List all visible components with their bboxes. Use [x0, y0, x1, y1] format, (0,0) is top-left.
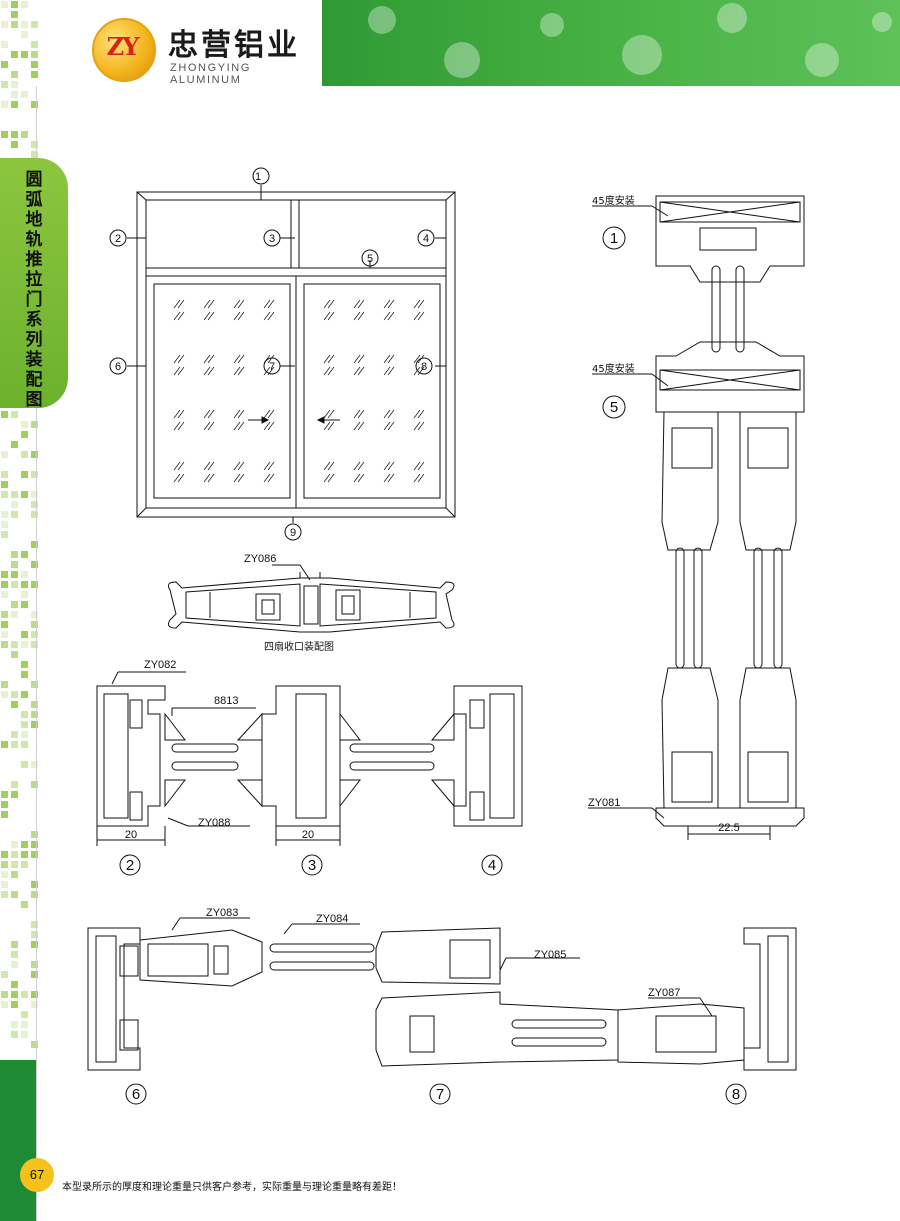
- logo-mark: ZY: [106, 32, 140, 61]
- callout-4: 4: [423, 233, 429, 245]
- label-8813: 8813: [214, 695, 238, 707]
- left-guide-line: [36, 86, 37, 1221]
- dim-20-b: 20: [302, 829, 314, 841]
- logo-badge: [92, 18, 156, 82]
- side-title-tab: [0, 158, 68, 408]
- dim-22-5: 22.5: [718, 822, 739, 834]
- window-elevation: [109, 167, 456, 541]
- section-number-6: 6: [132, 1086, 140, 1103]
- label-zy088: ZY088: [198, 817, 230, 829]
- callout-9: 9: [290, 527, 296, 539]
- leaf-pattern: [368, 3, 892, 78]
- miter-note-5: 45度安装: [592, 362, 635, 375]
- callout-3: 3: [269, 233, 275, 245]
- brand-name-en: ZHONGYING ALUMINUM: [170, 62, 252, 86]
- section-number-3: 3: [308, 857, 316, 874]
- callout-2: 2: [115, 233, 121, 245]
- frame-sections-2-3-4: [96, 671, 523, 876]
- callout-8: 8: [421, 361, 427, 373]
- brand-logo: ZY 忠营铝业 ZHONGYING ALUMINUM: [92, 12, 320, 86]
- label-zy083: ZY083: [206, 907, 238, 919]
- page-number: 67: [20, 1158, 54, 1192]
- left-footer-block: [0, 1060, 36, 1221]
- callout-5: 5: [367, 253, 373, 265]
- side-title: 圆弧地轨推拉门系列装配图: [25, 170, 43, 410]
- section-number-8: 8: [732, 1086, 740, 1103]
- section-number-7: 7: [436, 1086, 444, 1103]
- label-zy082: ZY082: [144, 659, 176, 671]
- footer-note: 本型录所示的厚度和理论重量只供客户参考，实际重量与理论重量略有差距！: [62, 1182, 402, 1193]
- brand-name-cn: 忠营铝业: [168, 28, 300, 63]
- header-banner: [322, 0, 900, 86]
- label-zy084: ZY084: [316, 913, 348, 925]
- four-sash-caption: 四扇收口装配图: [264, 640, 334, 653]
- label-zy085: ZY085: [534, 949, 566, 961]
- label-zy086: ZY086: [244, 553, 276, 565]
- label-zy081: ZY081: [588, 797, 620, 809]
- vertical-number-5: 5: [610, 399, 618, 416]
- callout-1: 1: [255, 171, 261, 183]
- dim-20-a: 20: [125, 829, 137, 841]
- frame-sections-6-7-8: [87, 917, 797, 1105]
- miter-note-1: 45度安装: [592, 194, 635, 207]
- vertical-number-1: 1: [610, 230, 618, 247]
- callout-7: 7: [269, 361, 275, 373]
- vertical-section: [588, 195, 805, 840]
- four-sash-section: [168, 564, 455, 633]
- callout-6: 6: [115, 361, 121, 373]
- section-number-2: 2: [126, 857, 134, 874]
- label-zy087: ZY087: [648, 987, 680, 999]
- section-number-4: 4: [488, 857, 496, 874]
